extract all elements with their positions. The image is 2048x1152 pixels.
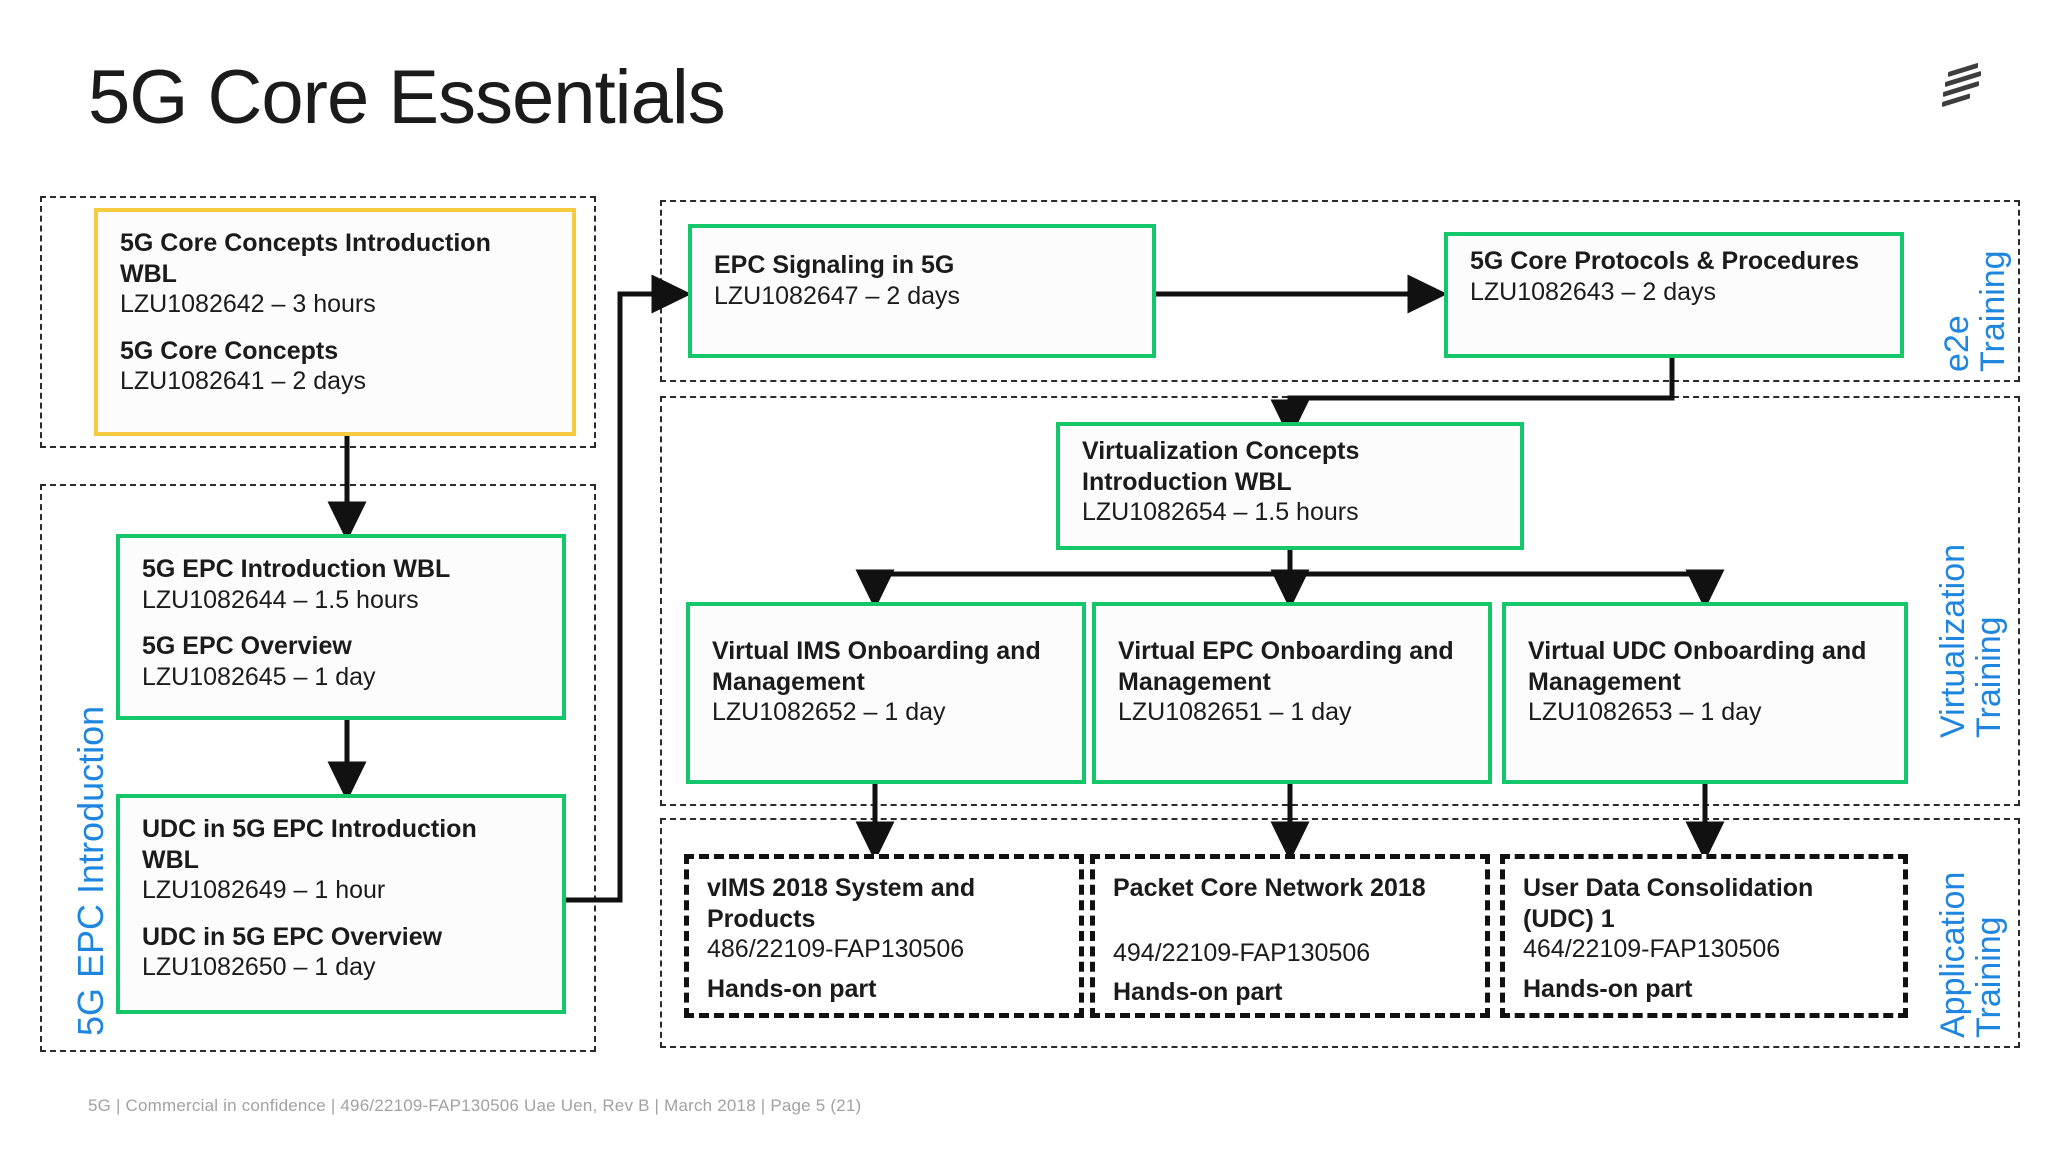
box-virtual-udc-title: Virtual UDC Onboarding and Management: [1528, 637, 1867, 696]
group-label-application-line1: Application: [1934, 871, 1972, 1038]
box-5g-core-protocols[interactable]: 5G Core Protocols & Procedures LZU108264…: [1444, 232, 1904, 358]
box-virtualization-concepts-title: Virtualization Concepts Introduction WBL: [1082, 437, 1360, 496]
group-label-e2e-line2: Training: [1973, 250, 2012, 372]
box-virtual-ims-code: LZU1082652 – 1 day: [712, 698, 946, 726]
group-label-e2e-training: e2e Training: [1938, 250, 2012, 372]
box-epc-introduction-title-2: 5G EPC Overview: [142, 632, 352, 660]
box-packet-core-title: Packet Core Network 2018: [1113, 874, 1426, 902]
box-5g-core-protocols-code: LZU1082643 – 2 days: [1470, 277, 1717, 306]
box-5g-core-protocols-title: 5G Core Protocols & Procedures: [1470, 247, 1860, 275]
box-core-concepts-title-1: 5G Core Concepts Introduction WBL: [120, 229, 491, 288]
box-epc-introduction[interactable]: 5G EPC Introduction WBL LZU1082644 – 1.5…: [116, 534, 566, 720]
box-virtual-udc-code: LZU1082653 – 1 day: [1528, 698, 1762, 726]
group-label-application-line2: Training: [1969, 916, 2008, 1038]
box-core-concepts-code-1: LZU1082642 – 3 hours: [120, 290, 376, 318]
page-title: 5G Core Essentials: [88, 55, 726, 140]
group-label-virtualization-line2: Training: [1969, 616, 2008, 738]
box-epc-signaling-code: LZU1082647 – 2 days: [714, 281, 961, 310]
group-label-application-training: Application Training: [1934, 871, 2008, 1038]
box-virtual-ims-title: Virtual IMS Onboarding and Management: [712, 637, 1041, 696]
box-epc-signaling-title: EPC Signaling in 5G: [714, 251, 955, 279]
group-label-virtualization-line1: Virtualization: [1934, 543, 1972, 738]
box-virtualization-concepts-code: LZU1082654 – 1.5 hours: [1082, 498, 1359, 526]
box-udc-in-5g-epc-title-2: UDC in 5G EPC Overview: [142, 922, 443, 951]
box-virtual-epc-title: Virtual EPC Onboarding and Management: [1118, 637, 1454, 696]
box-virtualization-concepts[interactable]: Virtualization Concepts Introduction WBL…: [1056, 422, 1524, 550]
box-udc-in-5g-epc-code-2: LZU1082650 – 1 day: [142, 953, 376, 981]
group-label-virtualization-training: Virtualization Training: [1934, 543, 2008, 738]
ericsson-logo: [1942, 62, 1986, 112]
box-vims-2018-title: vIMS 2018 System and Products: [707, 874, 976, 933]
group-application-training: [660, 818, 2020, 1048]
box-core-concepts[interactable]: 5G Core Concepts Introduction WBL LZU108…: [94, 208, 576, 436]
box-packet-core-network-2018[interactable]: Packet Core Network 2018 494/22109-FAP13…: [1090, 854, 1490, 1018]
box-udc-1-code: 464/22109-FAP130506: [1523, 935, 1781, 963]
box-epc-introduction-code-2: LZU1082645 – 1 day: [142, 662, 376, 691]
box-virtual-udc-onboarding[interactable]: Virtual UDC Onboarding and Management LZ…: [1502, 602, 1908, 784]
box-udc-1-note: Hands-on part: [1523, 974, 1693, 1003]
box-udc-in-5g-epc-title-1: UDC in 5G EPC Introduction WBL: [142, 815, 477, 874]
box-virtual-epc-onboarding[interactable]: Virtual EPC Onboarding and Management LZ…: [1092, 602, 1492, 784]
box-epc-signaling-in-5g[interactable]: EPC Signaling in 5G LZU1082647 – 2 days: [688, 224, 1156, 358]
box-vims-2018-note: Hands-on part: [707, 974, 877, 1003]
box-epc-introduction-code-1: LZU1082644 – 1.5 hours: [142, 585, 419, 614]
box-udc-in-5g-epc-code-1: LZU1082649 – 1 hour: [142, 876, 386, 904]
group-label-epc-introduction: 5G EPC Introduction: [70, 705, 111, 1036]
box-virtual-ims-onboarding[interactable]: Virtual IMS Onboarding and Management LZ…: [686, 602, 1086, 784]
box-vims-2018[interactable]: vIMS 2018 System and Products 486/22109-…: [684, 854, 1084, 1018]
box-packet-core-note: Hands-on part: [1113, 978, 1283, 1006]
box-udc-in-5g-epc[interactable]: UDC in 5G EPC Introduction WBL LZU108264…: [116, 794, 566, 1014]
group-label-e2e-line1: e2e: [1938, 315, 1976, 372]
footer-text: 5G | Commercial in confidence | 496/2210…: [88, 1096, 862, 1115]
box-packet-core-code: 494/22109-FAP130506: [1113, 938, 1371, 967]
box-core-concepts-code-2: LZU1082641 – 2 days: [120, 367, 367, 395]
box-udc-1-title: User Data Consolidation (UDC) 1: [1523, 874, 1814, 933]
box-vims-2018-code: 486/22109-FAP130506: [707, 935, 965, 963]
box-user-data-consolidation-1[interactable]: User Data Consolidation (UDC) 1 464/2210…: [1500, 854, 1908, 1018]
box-virtual-epc-code: LZU1082651 – 1 day: [1118, 698, 1352, 726]
box-epc-introduction-title-1: 5G EPC Introduction WBL: [142, 555, 451, 583]
box-core-concepts-title-2: 5G Core Concepts: [120, 336, 339, 365]
